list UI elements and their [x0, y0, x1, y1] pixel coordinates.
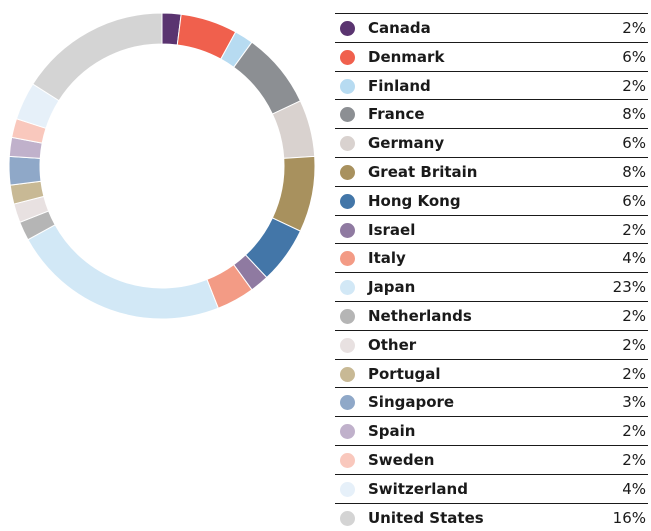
- legend-item-israel: Israel 2%: [335, 214, 648, 244]
- donut-slice-singapore: [8, 155, 42, 186]
- legend-value: 2%: [622, 306, 646, 325]
- legend-value: 6%: [622, 47, 646, 66]
- legend-swatch: [340, 21, 355, 36]
- legend-swatch: [340, 222, 355, 238]
- donut-chart: [8, 12, 316, 320]
- legend-label: Singapore: [368, 393, 455, 412]
- legend-value: 2%: [622, 76, 646, 95]
- legend-swatch: [340, 481, 355, 497]
- legend-label: Other: [368, 335, 417, 354]
- legend-swatch: [340, 337, 355, 353]
- legend-value: 2%: [622, 220, 646, 239]
- legend-value: 3%: [622, 393, 646, 412]
- legend-item-other: Other 2%: [335, 329, 648, 359]
- legend-item-germany: Germany 6%: [335, 128, 648, 157]
- legend-swatch: [340, 193, 355, 209]
- legend-item-finland: Finland 2%: [335, 70, 648, 100]
- donut-slice-great-britain: [271, 155, 316, 232]
- legend-value: 8%: [622, 162, 646, 181]
- legend-item-netherlands: Netherlands 2%: [335, 300, 648, 330]
- legend-item-italy: Italy 4%: [335, 243, 648, 272]
- legend-value: 8%: [622, 105, 646, 124]
- donut-slice-japan: [27, 224, 219, 320]
- legend-swatch: [340, 452, 355, 468]
- legend-item-france: France 8%: [335, 99, 648, 128]
- legend-label: Portugal: [368, 364, 441, 383]
- legend-label: Denmark: [368, 47, 445, 66]
- legend-label: Sweden: [368, 450, 435, 469]
- legend-value: 4%: [622, 479, 646, 498]
- legend-item-portugal: Portugal 2%: [335, 358, 648, 388]
- legend-value: 2%: [622, 422, 646, 441]
- legend-value: 23%: [612, 278, 646, 297]
- legend-value: 4%: [622, 249, 646, 268]
- legend-swatch: [340, 164, 355, 180]
- donut-slice-united-states: [32, 12, 163, 102]
- legend-label: France: [368, 105, 425, 124]
- legend-label: United States: [368, 508, 484, 527]
- legend: Canada 2% Denmark 6% Finland 2% France 8% German…: [335, 13, 648, 531]
- legend-label: Canada: [368, 19, 431, 37]
- legend-label: Italy: [368, 249, 406, 268]
- legend-label: Switzerland: [368, 479, 468, 498]
- legend-item-japan: Japan 23%: [335, 272, 648, 301]
- legend-swatch: [340, 280, 355, 296]
- legend-value: 2%: [622, 19, 646, 37]
- legend-value: 2%: [622, 335, 646, 354]
- legend-swatch: [340, 107, 355, 123]
- legend-label: Hong Kong: [368, 191, 461, 210]
- legend-value: 6%: [622, 134, 646, 153]
- legend-label: Spain: [368, 422, 416, 441]
- legend-swatch: [340, 424, 355, 440]
- legend-item-hong-kong: Hong Kong 6%: [335, 185, 648, 215]
- legend-item-singapore: Singapore 3%: [335, 387, 648, 416]
- legend-item-spain: Spain 2%: [335, 416, 648, 445]
- legend-value: 2%: [622, 364, 646, 383]
- legend-swatch: [340, 308, 355, 324]
- donut-slice-france: [233, 41, 302, 115]
- legend-swatch: [340, 366, 355, 382]
- legend-swatch: [340, 395, 355, 411]
- legend-item-great-britain: Great Britain 8%: [335, 156, 648, 186]
- legend-label: Israel: [368, 220, 416, 239]
- legend-item-canada: Canada 2%: [335, 13, 648, 42]
- legend-label: Finland: [368, 76, 431, 95]
- legend-value: 6%: [622, 191, 646, 210]
- legend-label: Great Britain: [368, 162, 478, 181]
- legend-swatch: [340, 49, 355, 65]
- legend-value: 2%: [622, 450, 646, 469]
- legend-swatch: [340, 251, 355, 267]
- legend-value: 16%: [612, 508, 646, 527]
- legend-label: Japan: [368, 278, 416, 297]
- legend-swatch: [340, 510, 355, 526]
- legend-item-sweden: Sweden 2%: [335, 444, 648, 474]
- legend-item-united-states: United States 16%: [335, 502, 648, 531]
- legend-swatch: [340, 78, 355, 94]
- legend-label: Germany: [368, 134, 445, 153]
- legend-swatch: [340, 136, 355, 152]
- legend-item-denmark: Denmark 6%: [335, 41, 648, 71]
- legend-item-switzerland: Switzerland 4%: [335, 473, 648, 503]
- legend-label: Netherlands: [368, 306, 472, 325]
